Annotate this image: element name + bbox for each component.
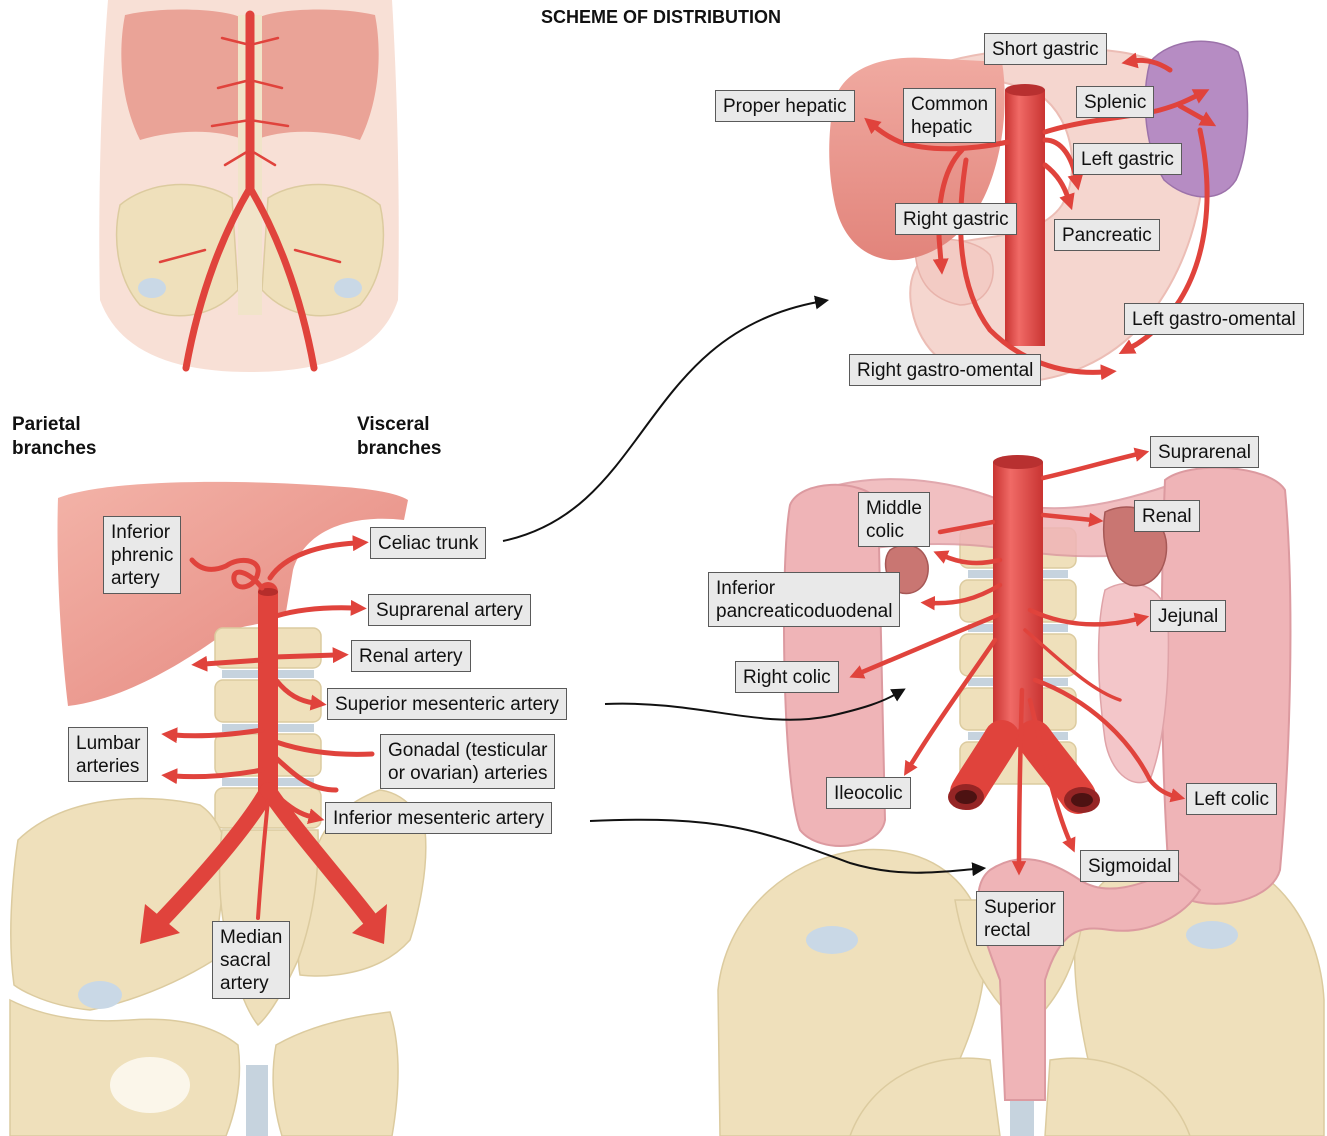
thumbnail-diaphragm-right: [255, 10, 379, 140]
ilium-left: [11, 798, 226, 1010]
label-gonadal-arteries: Gonadal (testicular or ovarian) arteries: [380, 734, 555, 789]
aorta: [993, 462, 1043, 747]
pancreatic-artery: [1045, 165, 1068, 198]
label-suprarenal: Suprarenal: [1150, 436, 1259, 468]
label-jejunal: Jejunal: [1150, 600, 1226, 632]
label-suprarenal-artery: Suprarenal artery: [368, 594, 531, 626]
label-common-hepatic: Common hepatic: [903, 88, 996, 143]
label-renal: Renal: [1134, 500, 1200, 532]
label-median-sacral-artery: Median sacral artery: [212, 921, 290, 999]
pubic-symphysis: [246, 1065, 268, 1136]
label-pancreatic: Pancreatic: [1054, 219, 1160, 251]
label-inferior-pancreaticoduodenal: Inferior pancreaticoduodenal: [708, 572, 900, 627]
torso-thumbnail: [99, 0, 398, 372]
suprarenal-branch: [276, 608, 354, 616]
obturator-foramen: [110, 1057, 190, 1113]
sacroiliac-joint: [806, 926, 858, 954]
label-sigmoidal: Sigmoidal: [1080, 850, 1179, 882]
label-proper-hepatic: Proper hepatic: [715, 90, 855, 122]
suprarenal-artery: [1043, 454, 1138, 478]
label-lumbar-arteries: Lumbar arteries: [68, 727, 148, 782]
diagram-title: SCHEME OF DISTRIBUTION: [541, 6, 781, 28]
thumbnail-hip-joint: [138, 278, 166, 298]
label-middle-colic: Middle colic: [858, 492, 930, 547]
label-left-gastro-omental: Left gastro-omental: [1124, 303, 1304, 335]
renal-branch-right: [274, 655, 336, 657]
label-right-gastric: Right gastric: [895, 203, 1017, 235]
sacroiliac-joint: [1186, 921, 1238, 949]
label-celiac-trunk: Celiac trunk: [370, 527, 486, 559]
descending-colon: [1162, 468, 1291, 904]
aorta-top: [993, 455, 1043, 469]
visceral-branches-heading: Visceral branches: [357, 413, 441, 461]
aorta-top: [1005, 84, 1045, 96]
label-splenic: Splenic: [1076, 86, 1154, 118]
pubis-right: [273, 1012, 398, 1136]
label-left-gastric: Left gastric: [1073, 143, 1182, 175]
label-short-gastric: Short gastric: [984, 33, 1107, 65]
label-renal-artery: Renal artery: [351, 640, 471, 672]
iliac-end-left-lumen: [955, 790, 977, 804]
hip-joint: [78, 981, 122, 1009]
thumbnail-diaphragm-left: [121, 10, 245, 140]
label-superior-mesenteric-artery: Superior mesenteric artery: [327, 688, 567, 720]
label-right-gastro-omental: Right gastro-omental: [849, 354, 1041, 386]
superior-rectal-artery: [1019, 690, 1022, 864]
parietal-branches-heading: Parietal branches: [12, 413, 96, 461]
arrow-celiac-to-scheme: [503, 302, 818, 541]
iliac-end-right-lumen: [1071, 793, 1093, 807]
label-ileocolic: Ileocolic: [826, 777, 911, 809]
label-right-colic: Right colic: [735, 661, 839, 693]
label-inferior-mesenteric-artery: Inferior mesenteric artery: [325, 802, 552, 834]
label-left-colic: Left colic: [1186, 783, 1277, 815]
thumbnail-hip-joint: [334, 278, 362, 298]
label-inferior-phrenic-artery: Inferior phrenic artery: [103, 516, 181, 594]
label-superior-rectal: Superior rectal: [976, 891, 1064, 946]
